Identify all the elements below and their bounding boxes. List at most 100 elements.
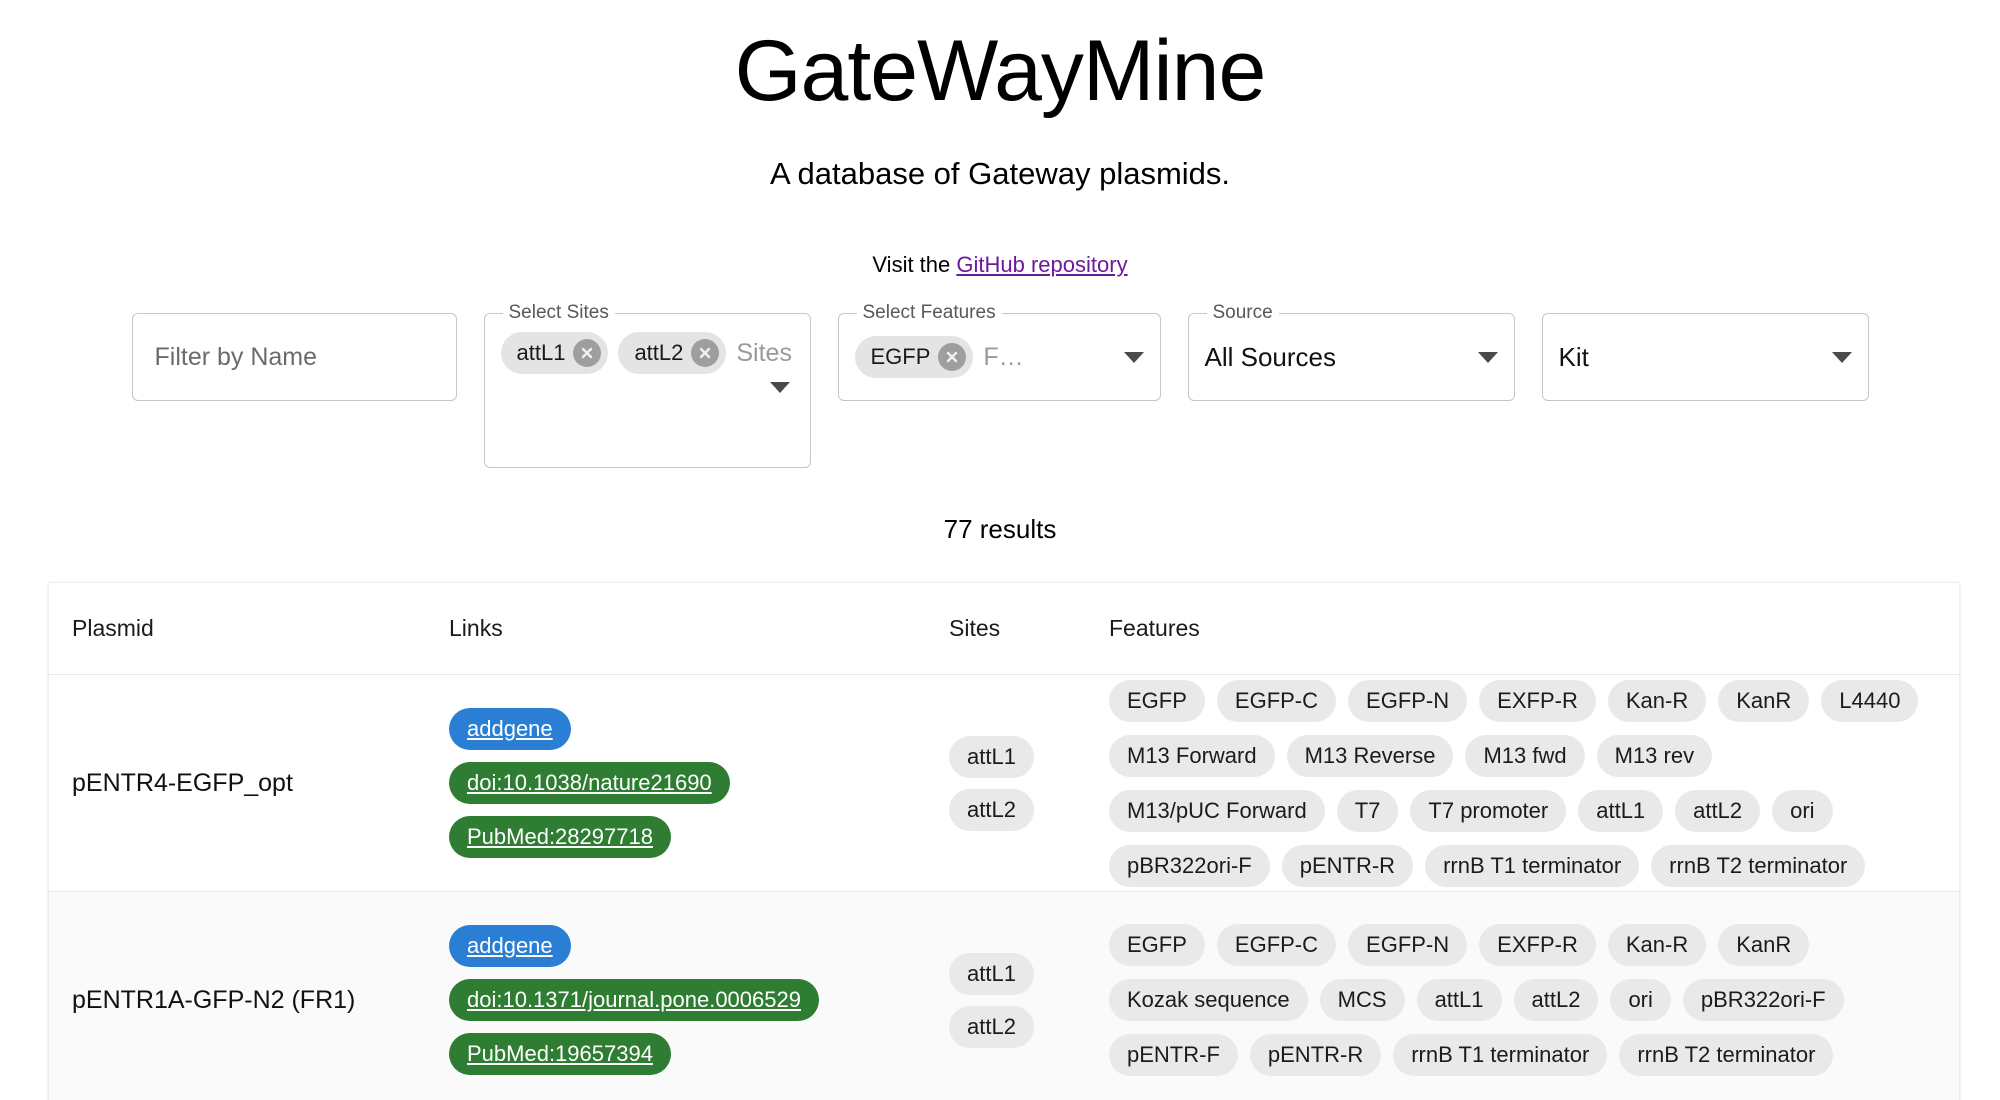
reference-link-badge[interactable]: doi:10.1038/nature21690	[449, 762, 730, 804]
select-features-placeholder: F…	[983, 342, 1024, 371]
feature-chip: M13 Forward	[1109, 734, 1275, 777]
kit-value: Kit	[1558, 341, 1589, 372]
feature-chip: EGFP-C	[1216, 679, 1337, 722]
table-header-row: Plasmid Links Sites Features	[49, 583, 1959, 675]
site-chip-group: attL1 attL2	[949, 952, 1109, 1048]
visit-repository-line: Visit the GitHub repository	[0, 214, 2000, 278]
table-row: pENTR4-EGFP_opt addgene doi:10.1038/nature…	[49, 675, 1959, 892]
feature-chip: EXFP-R	[1479, 679, 1596, 722]
column-header-features: Features	[1109, 615, 1200, 641]
chevron-down-icon[interactable]	[1477, 351, 1498, 363]
addgene-link-badge[interactable]: addgene	[449, 925, 571, 967]
feature-chip: KanR	[1718, 924, 1810, 966]
feature-chip: T7 promoter	[1410, 789, 1567, 832]
selected-site-label: attL1	[516, 340, 566, 365]
site-chip: attL2	[949, 788, 1034, 831]
selected-site-chip[interactable]: attL1	[500, 332, 609, 374]
site-chip: attL1	[949, 735, 1034, 778]
page-title: GateWayMine	[734, 23, 1267, 119]
feature-chip: ori	[1772, 789, 1833, 832]
feature-chip: attL1	[1416, 979, 1502, 1021]
remove-chip-icon[interactable]	[691, 339, 720, 367]
cell-plasmid: pENTR4-EGFP_opt	[49, 769, 449, 798]
feature-chip: pBR322ori-F	[1109, 844, 1270, 887]
chevron-down-icon[interactable]	[1831, 351, 1852, 363]
feature-chip: ori	[1610, 979, 1671, 1021]
cell-sites: attL1 attL2	[949, 735, 1109, 831]
remove-chip-icon[interactable]	[938, 343, 967, 371]
select-features-field[interactable]: Select Features EGFP F…	[837, 303, 1161, 401]
feature-chip: rrnB T2 terminator	[1651, 844, 1866, 887]
selected-feature-chip[interactable]: EGFP	[854, 336, 974, 378]
column-header-sites: Sites	[949, 615, 1001, 641]
site-chip: attL1	[949, 952, 1034, 995]
results-count: 77 results	[943, 514, 1057, 544]
source-select[interactable]: Source All Sources	[1187, 303, 1515, 401]
reference-link-badge[interactable]: PubMed:28297718	[449, 816, 671, 858]
feature-chip: attL1	[1578, 789, 1664, 832]
kit-select[interactable]: Kit	[1541, 313, 1869, 401]
select-sites-field[interactable]: Select Sites attL1 attL2 Sites	[483, 303, 811, 468]
feature-chip: attL2	[1675, 789, 1761, 832]
plasmid-name: pENTR4-EGFP_opt	[72, 768, 293, 797]
source-legend: Source	[1206, 303, 1279, 322]
feature-chip: pBR322ori-F	[1682, 979, 1844, 1021]
feature-chip: M13 rev	[1596, 734, 1713, 777]
table-row: pENTR1A-GFP-N2 (FR1) addgene doi:10.1371/j…	[49, 892, 1959, 1100]
feature-chip: M13/pUC Forward	[1109, 789, 1325, 832]
select-sites-legend: Select Sites	[502, 303, 615, 322]
feature-chip: Kan-R	[1607, 679, 1707, 722]
results-table: Plasmid Links Sites Features pENTR4-EGFP…	[48, 582, 1960, 1100]
filter-bar: Filter by Name Select Sites attL1 attL2	[0, 303, 2000, 468]
visit-prefix-text: Visit the	[872, 252, 957, 277]
cell-sites: attL1 attL2	[949, 952, 1109, 1048]
chevron-down-icon[interactable]	[1123, 351, 1144, 363]
reference-link-badge[interactable]: doi:10.1371/journal.pone.0006529	[449, 979, 819, 1021]
column-header-plasmid: Plasmid	[72, 615, 154, 641]
feature-chip: EGFP-C	[1216, 924, 1337, 966]
feature-chip: KanR	[1718, 679, 1810, 722]
feature-chip: EGFP-N	[1348, 679, 1468, 722]
feature-chip: pENTR-R	[1249, 1034, 1382, 1076]
feature-chip: rrnB T1 terminator	[1393, 1034, 1608, 1076]
feature-chip: rrnB T2 terminator	[1619, 1034, 1834, 1076]
chevron-down-icon[interactable]	[769, 382, 790, 393]
feature-chip: EGFP	[1109, 679, 1205, 722]
site-chip-group: attL1 attL2	[949, 735, 1109, 831]
name-filter-field[interactable]: Filter by Name	[131, 313, 457, 401]
column-header-links: Links	[449, 615, 503, 641]
selected-site-chip[interactable]: attL2	[618, 332, 727, 374]
reference-link-badge[interactable]: PubMed:19657394	[449, 1033, 671, 1075]
select-sites-chips: attL1 attL2 Sites	[500, 332, 794, 374]
feature-chip: pENTR-F	[1109, 1034, 1238, 1076]
feature-chip: MCS	[1319, 979, 1405, 1021]
select-sites-placeholder: Sites	[736, 338, 792, 367]
feature-chip: M13 Reverse	[1286, 734, 1454, 777]
feature-chip: attL2	[1513, 979, 1599, 1021]
feature-chip: rrnB T1 terminator	[1425, 844, 1640, 887]
feature-chip: Kan-R	[1607, 924, 1707, 966]
site-chip: attL2	[949, 1005, 1034, 1048]
select-features-chips: EGFP F…	[854, 336, 1114, 378]
feature-chip: EXFP-R	[1479, 924, 1596, 966]
feature-chip: EGFP-N	[1348, 924, 1468, 966]
github-repository-link[interactable]: GitHub repository	[956, 252, 1128, 277]
name-filter-placeholder: Filter by Name	[154, 342, 318, 371]
feature-chip: EGFP	[1109, 924, 1205, 966]
plasmid-name: pENTR1A-GFP-N2 (FR1)	[72, 985, 356, 1014]
selected-feature-label: EGFP	[870, 344, 931, 369]
addgene-link-badge[interactable]: addgene	[449, 708, 571, 750]
remove-chip-icon[interactable]	[573, 339, 602, 367]
feature-chip: pENTR-R	[1281, 844, 1414, 887]
page-subtitle: A database of Gateway plasmids.	[769, 156, 1231, 191]
cell-plasmid: pENTR1A-GFP-N2 (FR1)	[49, 986, 449, 1015]
